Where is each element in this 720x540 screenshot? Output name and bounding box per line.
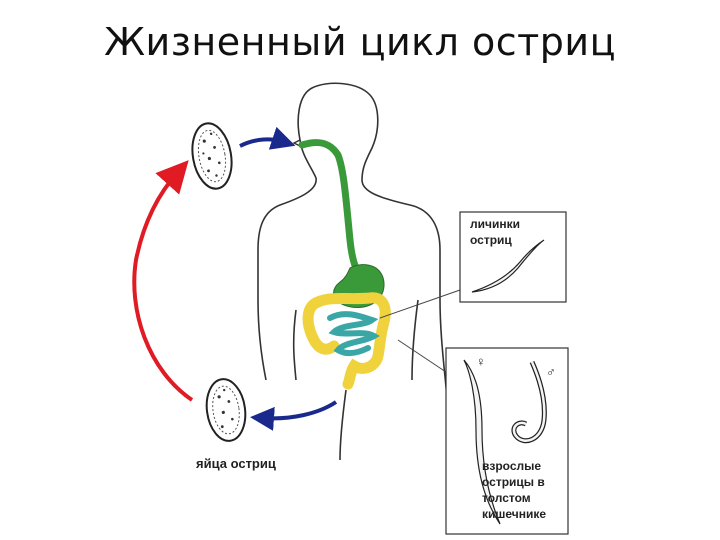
small-intestine [327, 311, 380, 357]
esophagus [298, 139, 366, 282]
egg-bottom [205, 378, 247, 442]
larvae-label-line2: остриц [470, 233, 512, 247]
adults-label-line3: толстом [482, 491, 531, 505]
egg-top [191, 122, 233, 190]
male-worm-fill [512, 361, 546, 442]
larvae-pointer-line [379, 289, 461, 319]
eggs-label: яйца остриц [196, 456, 276, 471]
exit-to-eggs-arrow [250, 400, 338, 431]
larvae-label-line1: личинки [470, 217, 520, 231]
larvae-box [459, 211, 567, 303]
female-symbol: ♀ [476, 354, 486, 369]
adults-box [445, 347, 569, 535]
male-symbol: ♂ [546, 364, 556, 379]
large-intestine [302, 292, 391, 390]
cycle-arrow [132, 160, 194, 402]
human-body-outline [257, 82, 449, 461]
egg-to-mouth-arrow [239, 126, 296, 150]
larva-icon [471, 239, 545, 293]
adults-pointer-line [397, 339, 447, 373]
adults-label-line2: острицы в [482, 475, 545, 489]
adults-label-line1: взрослые [482, 459, 541, 473]
adults-label-line4: кишечнике [482, 507, 546, 521]
female-worm-icon [463, 359, 501, 525]
page-title: Жизненный цикл остриц [104, 20, 616, 64]
